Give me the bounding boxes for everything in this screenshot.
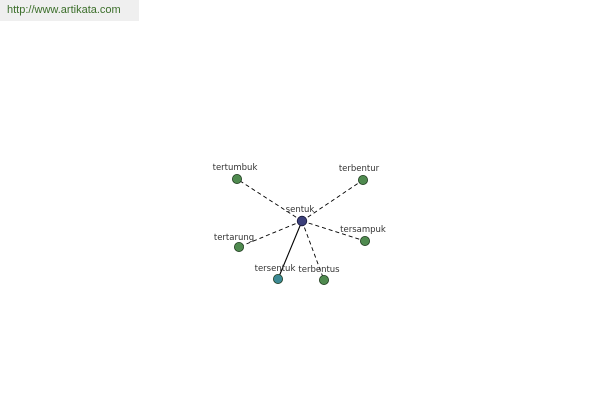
node-dot-terbentus[interactable] — [318, 274, 329, 285]
node-label-tertumbuk: tertumbuk — [213, 163, 258, 173]
edge-sentuk-tertarung — [238, 220, 303, 248]
node-label-terbentus: terbentus — [298, 265, 340, 275]
node-label-tersampuk: tersampuk — [340, 225, 386, 235]
node-tersentuk[interactable]: tersentuk — [255, 264, 296, 284]
node-tertumbuk[interactable]: tertumbuk — [213, 163, 258, 184]
node-label-terbentur: terbentur — [339, 164, 380, 174]
graph-nodes: tertumbuk terbentur tertarung tersampuk ters… — [213, 163, 386, 285]
node-dot-tertumbuk[interactable] — [231, 173, 242, 184]
edge-sentuk-terbentur — [301, 179, 364, 222]
node-label-tertarung: tertarung — [214, 233, 254, 243]
node-dot-center[interactable] — [296, 215, 308, 227]
node-dot-terbentur[interactable] — [357, 174, 368, 185]
node-dot-tertarung[interactable] — [233, 241, 244, 252]
source-url-link[interactable]: http://www.artikata.com — [7, 4, 121, 16]
source-url-bar: http://www.artikata.com — [0, 0, 139, 21]
node-dot-tersampuk[interactable] — [359, 235, 370, 246]
edge-sentuk-tersentuk — [277, 220, 303, 280]
node-terbentur[interactable]: terbentur — [339, 164, 380, 185]
node-label-center: sentuk — [286, 205, 315, 215]
edge-sentuk-tertumbuk — [236, 178, 303, 222]
graph-edges — [236, 178, 366, 281]
node-terbentus[interactable]: terbentus — [298, 265, 340, 285]
node-center-sentuk[interactable]: sentuk — [286, 205, 315, 227]
node-tersampuk[interactable]: tersampuk — [340, 225, 386, 246]
edge-sentuk-terbentus — [301, 220, 325, 281]
node-label-tersentuk: tersentuk — [255, 264, 296, 274]
node-dot-tersentuk[interactable] — [272, 273, 283, 284]
node-tertarung[interactable]: tertarung — [214, 233, 254, 252]
